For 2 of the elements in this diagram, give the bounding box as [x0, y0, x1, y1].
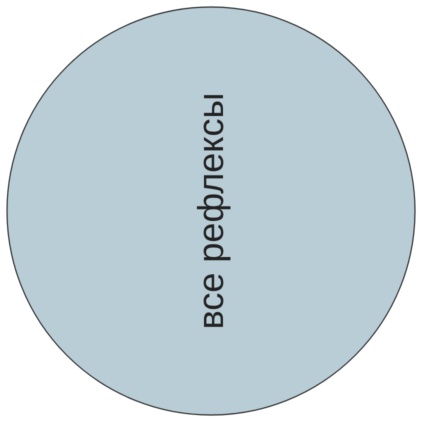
circle-node — [6, 6, 416, 416]
node-label: все рефлексы — [190, 92, 232, 330]
